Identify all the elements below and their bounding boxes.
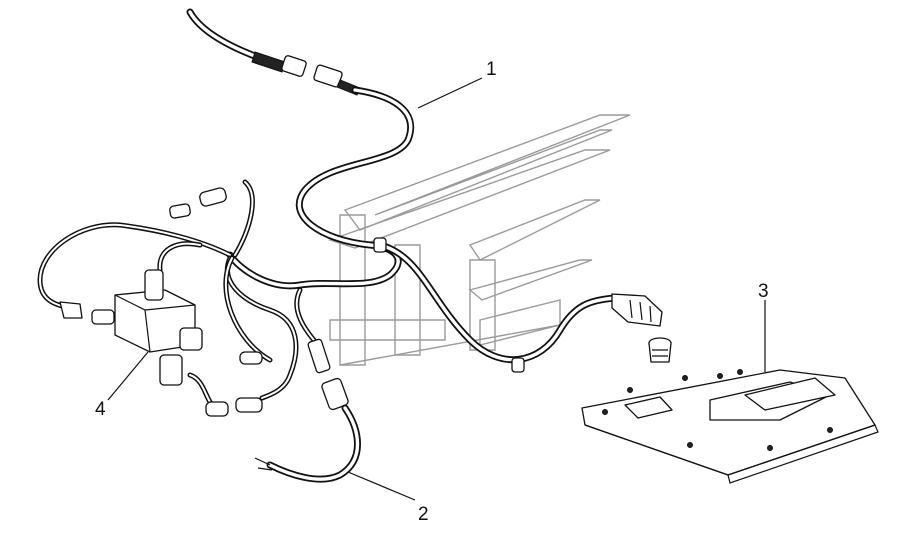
socket-connector bbox=[648, 337, 672, 363]
callout-2: 2 bbox=[418, 504, 429, 525]
harness-plug-connector bbox=[611, 293, 663, 327]
callout-1: 1 bbox=[486, 59, 497, 80]
callout-4: 4 bbox=[95, 399, 106, 420]
sensor-cable bbox=[254, 377, 361, 483]
watermark-logo bbox=[327, 114, 631, 366]
branch-connectors bbox=[59, 187, 331, 417]
valve-block bbox=[91, 269, 203, 386]
leader-lines bbox=[107, 77, 766, 501]
control-unit-plate bbox=[581, 369, 879, 484]
callout-3: 3 bbox=[758, 281, 769, 302]
main-cable bbox=[186, 8, 619, 373]
